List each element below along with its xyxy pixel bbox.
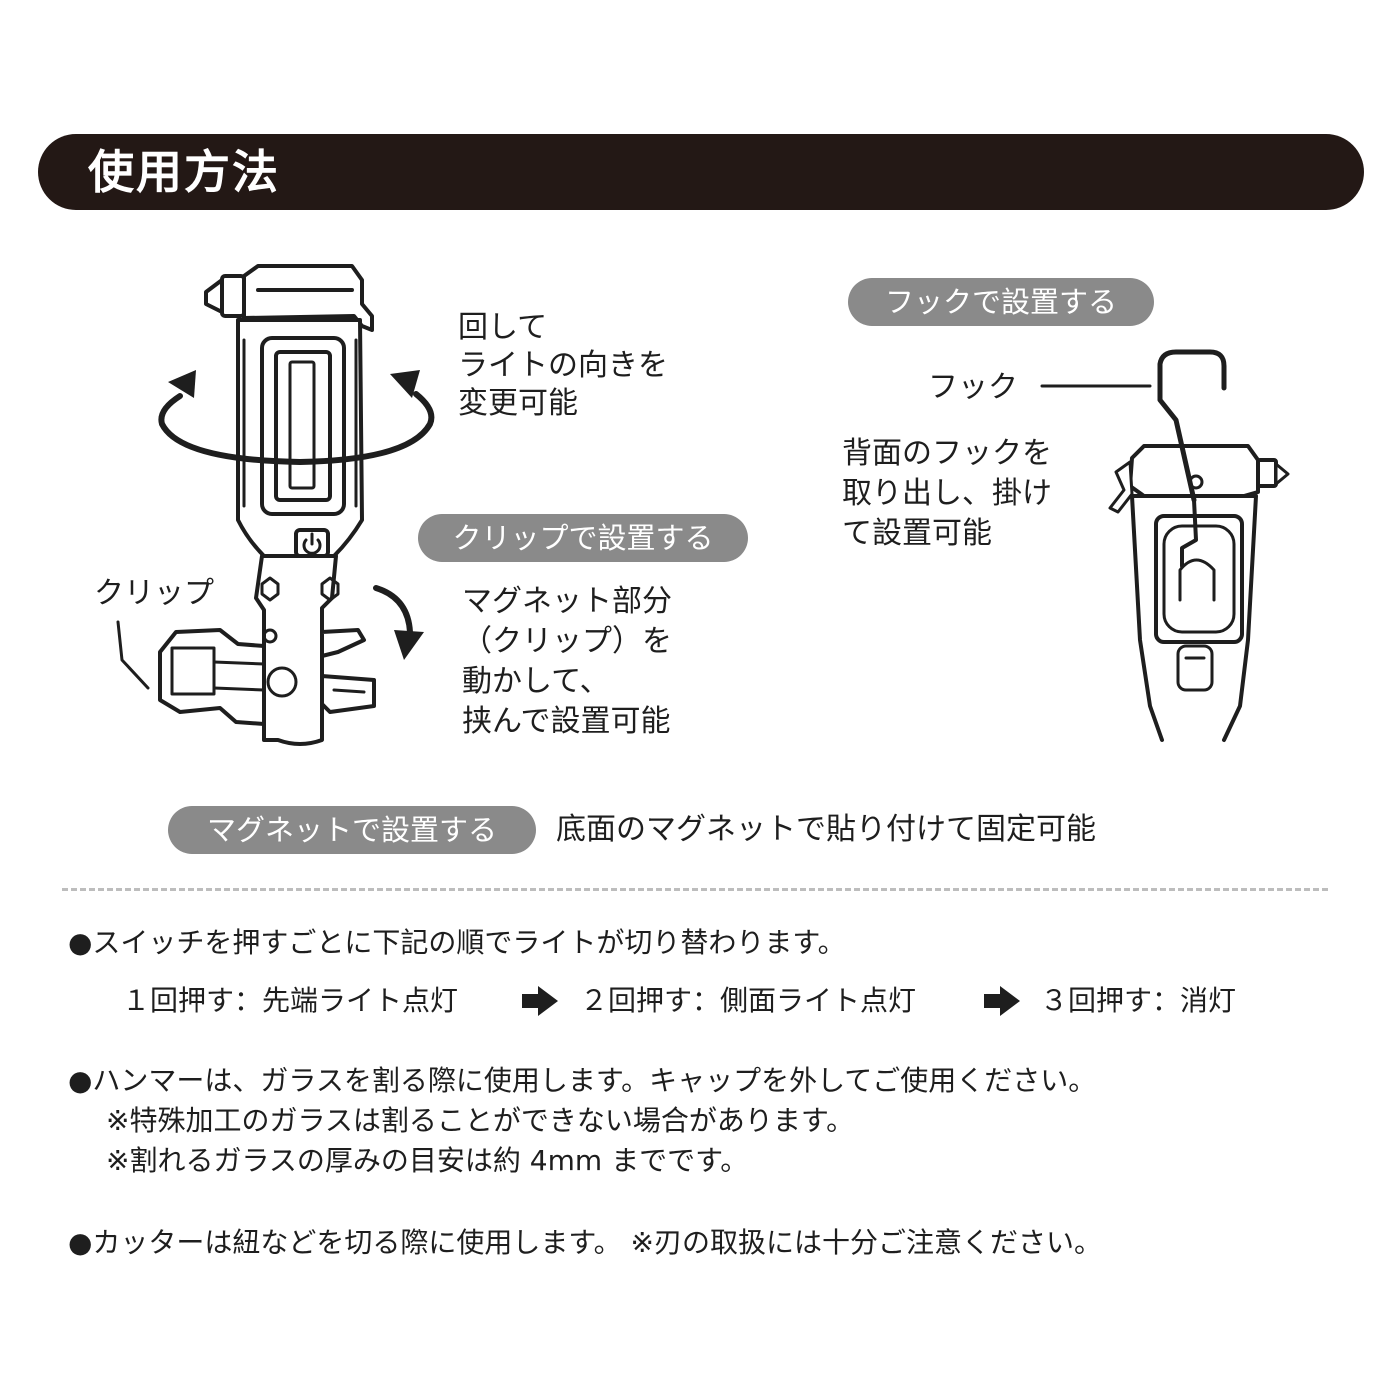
clip-caption-line-4: 挟んで設置可能 (462, 704, 671, 739)
note-hammer-sub-1: ※特殊加工のガラスは割ることができない場合があります。 (106, 1104, 855, 1137)
clip-label: クリップ (94, 576, 214, 611)
section-divider (62, 888, 1328, 891)
hook-caption-line-1: 背面のフックを (842, 436, 1052, 471)
right-arrow-icon (522, 986, 558, 1016)
note-cutter: ●カッターは紐などを切る際に使用します。 ※刃の取扱には十分ご注意ください。 (68, 1226, 1102, 1259)
clip-mount-pill: クリップで設置する (418, 514, 748, 562)
hook-caption-line-3: て設置可能 (842, 516, 992, 551)
page-title: 使用方法 (88, 145, 280, 199)
rotate-caption-line-3: 変更可能 (458, 386, 578, 421)
rotate-caption-line-1: 回して (458, 310, 548, 345)
switch-step-1: １回押す：先端ライト点灯 (122, 984, 459, 1017)
right-arrow-icon (984, 986, 1020, 1016)
note-hammer: ●ハンマーは、ガラスを割る際に使用します。キャップを外してご使用ください。 (68, 1064, 1097, 1097)
magnet-mount-pill: マグネットで設置する (168, 806, 536, 854)
hook-label: フック (928, 370, 1018, 405)
magnet-caption: 底面のマグネットで貼り付けて固定可能 (556, 812, 1096, 847)
hook-caption-line-2: 取り出し、掛け (842, 476, 1052, 511)
note-hammer-sub-2: ※割れるガラスの厚みの目安は約 4mm までです。 (106, 1144, 749, 1177)
curved-arrow-icon (373, 585, 424, 660)
power-icon (302, 532, 322, 555)
switch-step-3: ３回押す：消灯 (1040, 984, 1237, 1017)
clip-caption-line-1: マグネット部分 (462, 584, 672, 619)
clip-caption-line-2: （クリップ）を (462, 624, 672, 659)
rotate-arrow-icon (158, 370, 435, 466)
switch-step-2: ２回押す：側面ライト点灯 (580, 984, 917, 1017)
rotate-caption-line-2: ライトの向きを (458, 348, 668, 383)
note-switch: ●スイッチを押すごとに下記の順でライトが切り替わります。 (68, 926, 846, 959)
hook-mount-pill: フックで設置する (848, 278, 1154, 326)
clip-caption-line-3: 動かして、 (462, 664, 610, 699)
header-bar (38, 134, 1364, 210)
